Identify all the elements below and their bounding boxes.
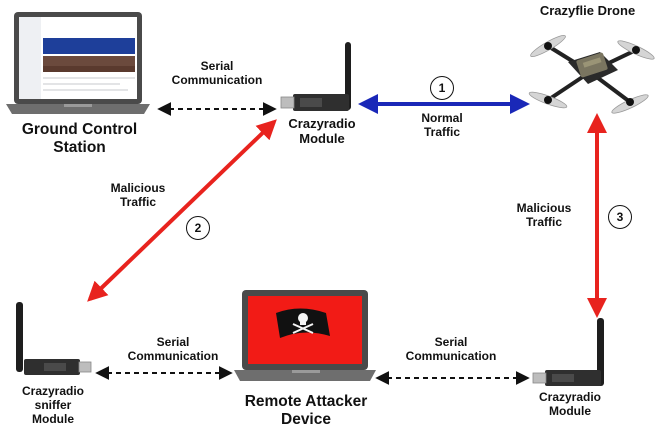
malicious-left-label: Malicious Traffic bbox=[110, 181, 166, 209]
crazyradio-sniffer-icon bbox=[16, 302, 92, 375]
badge-normal-traffic: 1 bbox=[430, 76, 454, 100]
attacker-laptop-icon bbox=[234, 290, 376, 381]
ground-station-label: Ground Control Station bbox=[21, 121, 138, 156]
serial-bottom-right-label: Serial Communication bbox=[405, 335, 497, 363]
ground-station-laptop-icon bbox=[6, 12, 150, 114]
badge-malicious-right: 3 bbox=[608, 205, 632, 229]
malicious-traffic-left-arrow bbox=[87, 119, 277, 302]
crazyradio-bottom-icon bbox=[532, 318, 604, 386]
sniffer-label: Crazyradio sniffer Module bbox=[21, 384, 85, 426]
malicious-right-label: Malicious Traffic bbox=[516, 201, 572, 229]
serial-top-label: Serial Communication bbox=[171, 59, 263, 87]
attacker-label: Remote Attacker Device bbox=[244, 393, 368, 428]
drone-label: Crazyflie Drone bbox=[539, 3, 636, 18]
crazyradio-top-label: Crazyradio Module bbox=[288, 116, 356, 146]
crazyradio-bottom-label: Crazyradio Module bbox=[538, 390, 602, 418]
crazyradio-top-icon bbox=[280, 42, 351, 111]
crazyflie-drone-icon bbox=[528, 35, 655, 114]
normal-traffic-label: Normal Traffic bbox=[421, 111, 463, 139]
pirate-flag-icon bbox=[276, 308, 330, 338]
serial-bottom-left-label: Serial Communication bbox=[127, 335, 219, 363]
badge-malicious-left: 2 bbox=[186, 216, 210, 240]
